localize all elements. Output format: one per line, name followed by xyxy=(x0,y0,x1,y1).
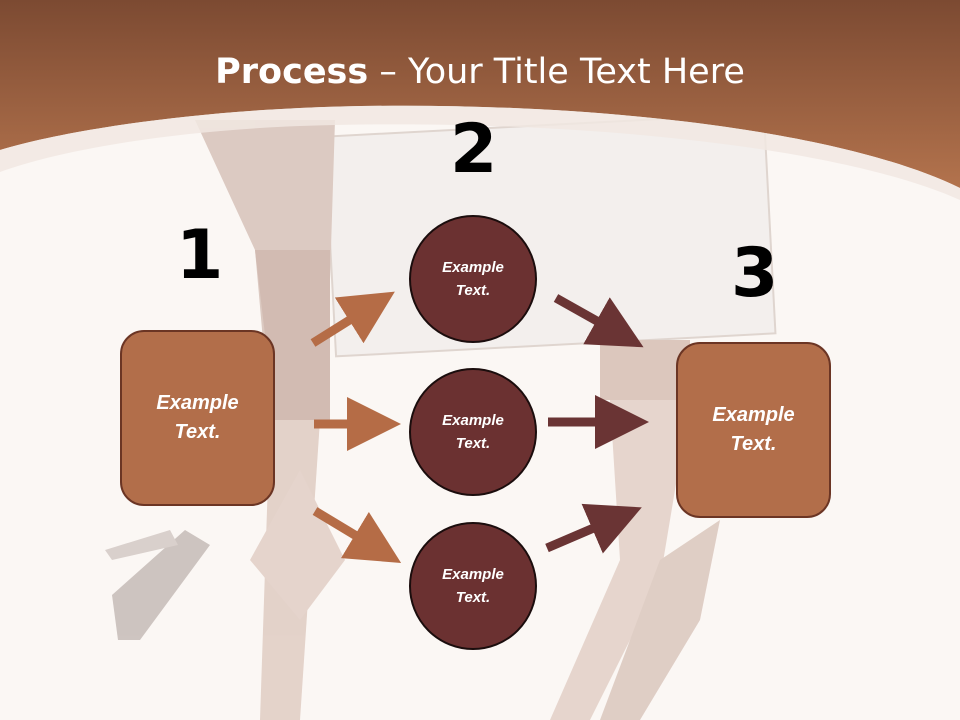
right-example-box: Example Text. xyxy=(676,342,831,518)
arrow-to-top-circle xyxy=(310,291,395,347)
step-number-2: 2 xyxy=(450,110,498,189)
title-bold: Process xyxy=(215,52,369,92)
circle-top: Example Text. xyxy=(409,215,537,343)
left-box-text: Example Text. xyxy=(156,392,239,443)
header-band xyxy=(0,0,960,188)
slide-title: Process – Your Title Text Here xyxy=(0,52,960,92)
circle-middle-text: Example Text. xyxy=(442,412,504,452)
title-rest: – Your Title Text Here xyxy=(368,52,745,92)
circle-top-text: Example Text. xyxy=(442,259,504,299)
step-number-3: 3 xyxy=(731,234,779,313)
left-example-box: Example Text. xyxy=(120,330,275,506)
arrow-to-bottom-circle xyxy=(312,507,402,563)
arrow-from-top-circle xyxy=(553,294,644,348)
header-swoosh xyxy=(0,105,960,200)
circle-bottom-text: Example Text. xyxy=(442,566,504,606)
circle-bottom: Example Text. xyxy=(409,522,537,650)
arrow-from-bottom-circle xyxy=(545,503,642,554)
step-number-1: 1 xyxy=(176,216,224,295)
right-box-text: Example Text. xyxy=(712,404,795,455)
circle-middle: Example Text. xyxy=(409,368,537,496)
